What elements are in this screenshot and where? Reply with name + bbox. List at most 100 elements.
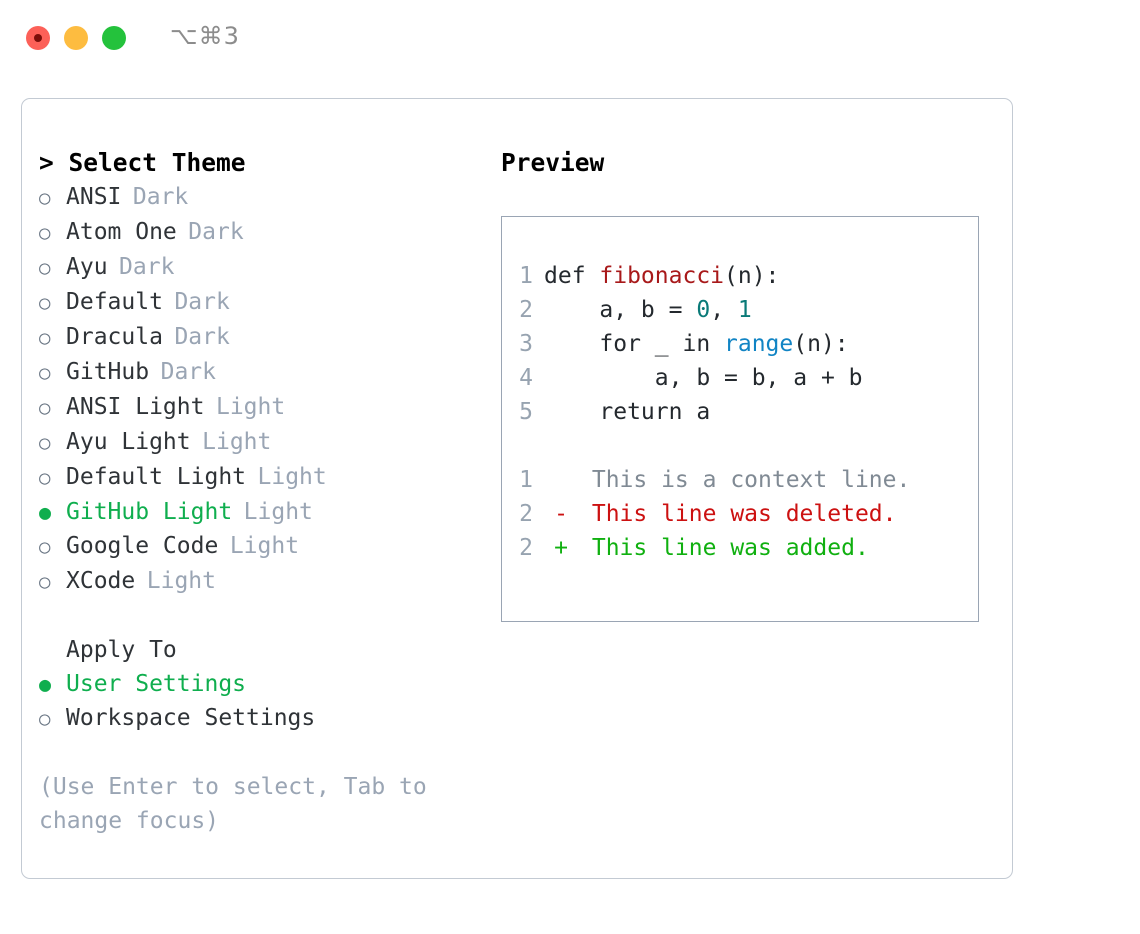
code-line: 3 for _ in range(n): — [516, 327, 863, 361]
apply-to-section: Apply To ● User Settings ○ Workspace Settin… — [39, 633, 499, 736]
radio-unselected-icon: ○ — [39, 362, 51, 384]
code-line-content: a, b = b, a + b — [544, 361, 863, 395]
code-token-plain: return a — [544, 399, 711, 425]
line-number: 1 — [519, 263, 533, 289]
select-theme-heading-label: Select Theme — [68, 148, 246, 177]
theme-category-label: Light — [202, 429, 272, 455]
theme-list-item[interactable]: ● GitHub Light Light — [39, 495, 499, 529]
code-token-num: 0 — [696, 297, 711, 323]
code-line: 1 def fibonacci(n): — [516, 259, 863, 293]
diff-line-text: This line was added. — [578, 535, 869, 561]
apply-to-option-label: Workspace Settings — [66, 705, 316, 731]
code-line-content: a, b = 0, 1 — [544, 293, 752, 327]
theme-category-label: Dark — [188, 219, 244, 245]
line-number: 4 — [519, 365, 533, 391]
radio-unselected-icon: ○ — [39, 571, 51, 593]
code-line-content: def fibonacci(n): — [544, 259, 779, 293]
theme-category-label: Light — [215, 394, 286, 420]
diff-marker: + — [554, 535, 568, 561]
keyboard-hint: (Use Enter to select, Tab to change focu… — [39, 774, 441, 834]
preview-heading: Preview — [501, 148, 605, 177]
code-token-num: 1 — [737, 297, 752, 323]
radio-unselected-icon: ○ — [39, 292, 51, 314]
theme-category-label: Dark — [174, 324, 230, 350]
theme-name-label: GitHub — [66, 359, 150, 385]
theme-category-label: Dark — [174, 289, 230, 315]
apply-to-option[interactable]: ○ Workspace Settings — [39, 701, 499, 736]
diff-marker: - — [554, 501, 568, 527]
theme-name-label: GitHub Light — [66, 499, 233, 525]
diff-line-text: This line was deleted. — [578, 501, 897, 527]
theme-category-label: Light — [229, 533, 300, 559]
code-token-plain: (n): — [793, 331, 849, 357]
diff-line: 2- This line was deleted. — [516, 497, 910, 531]
apply-to-heading: Apply To — [66, 637, 177, 663]
theme-list-item[interactable]: ○ Default Dark — [39, 285, 499, 320]
theme-name-label: Default Light — [66, 464, 247, 490]
code-line-content: return a — [544, 395, 710, 429]
code-line-content: for _ in range(n): — [544, 327, 849, 361]
theme-category-label: Light — [243, 499, 313, 525]
caret-icon: > — [39, 148, 54, 177]
radio-unselected-icon: ○ — [39, 187, 51, 209]
diff-line-text: This is a context line. — [578, 467, 911, 493]
theme-name-label: Google Code — [66, 533, 219, 559]
code-token-call: range — [724, 331, 794, 357]
minimize-button-icon[interactable] — [64, 26, 88, 50]
apply-to-option-label: User Settings — [66, 671, 247, 697]
radio-unselected-icon: ○ — [39, 708, 51, 730]
window-controls — [26, 26, 126, 50]
diff-marker — [544, 463, 578, 497]
theme-name-label: Default — [66, 289, 163, 315]
select-theme-heading: > Select Theme — [39, 146, 499, 180]
apply-to-option[interactable]: ● User Settings — [39, 667, 499, 701]
line-number: 2 — [519, 297, 533, 323]
radio-unselected-icon: ○ — [39, 397, 51, 419]
code-token-fn: fibonacci — [599, 263, 725, 289]
apply-to-options: ● User Settings ○ Workspace Settings — [39, 667, 499, 736]
code-line: 2 a, b = 0, 1 — [516, 293, 863, 327]
maximize-button-icon[interactable] — [102, 26, 126, 50]
radio-unselected-icon: ○ — [39, 536, 51, 558]
code-line: 4 a, b = b, a + b — [516, 361, 863, 395]
theme-name-label: Dracula — [66, 324, 163, 350]
diff-line-number: 2 — [519, 535, 533, 561]
radio-selected-icon: ● — [39, 672, 52, 696]
diff-preview: 1 This is a context line. 2- This line wa… — [516, 463, 910, 565]
close-button-icon[interactable] — [26, 26, 50, 50]
code-token-plain: , — [710, 297, 738, 323]
theme-name-label: Atom One — [66, 219, 177, 245]
diff-line: 2 + This line was added. — [516, 531, 910, 565]
theme-name-label: XCode — [66, 568, 136, 594]
theme-list-item[interactable]: ○ Default Light Light — [39, 460, 499, 495]
radio-unselected-icon: ○ — [39, 327, 51, 349]
theme-category-label: Light — [257, 464, 327, 490]
theme-list-item[interactable]: ○ Atom One Dark — [39, 215, 499, 250]
radio-unselected-icon: ○ — [39, 222, 51, 244]
theme-list-item[interactable]: ○ Dracula Dark — [39, 320, 499, 355]
radio-unselected-icon: ○ — [39, 467, 51, 489]
code-token-plain: a, b = b, a + b — [544, 365, 863, 391]
code-line: 5 return a — [516, 395, 863, 429]
radio-selected-icon: ● — [39, 500, 52, 524]
code-token-plain: for _ in — [544, 331, 725, 357]
radio-unselected-icon: ○ — [39, 257, 51, 279]
diff-line-number: 1 — [519, 467, 533, 493]
theme-list-item[interactable]: ○ Google Code Light — [39, 529, 499, 564]
title-bar: ⌥⌘3 — [0, 0, 1140, 76]
code-token-kw: def — [544, 263, 600, 289]
code-token-plain: a, b = — [544, 297, 697, 323]
theme-category-label: Dark — [132, 184, 189, 210]
